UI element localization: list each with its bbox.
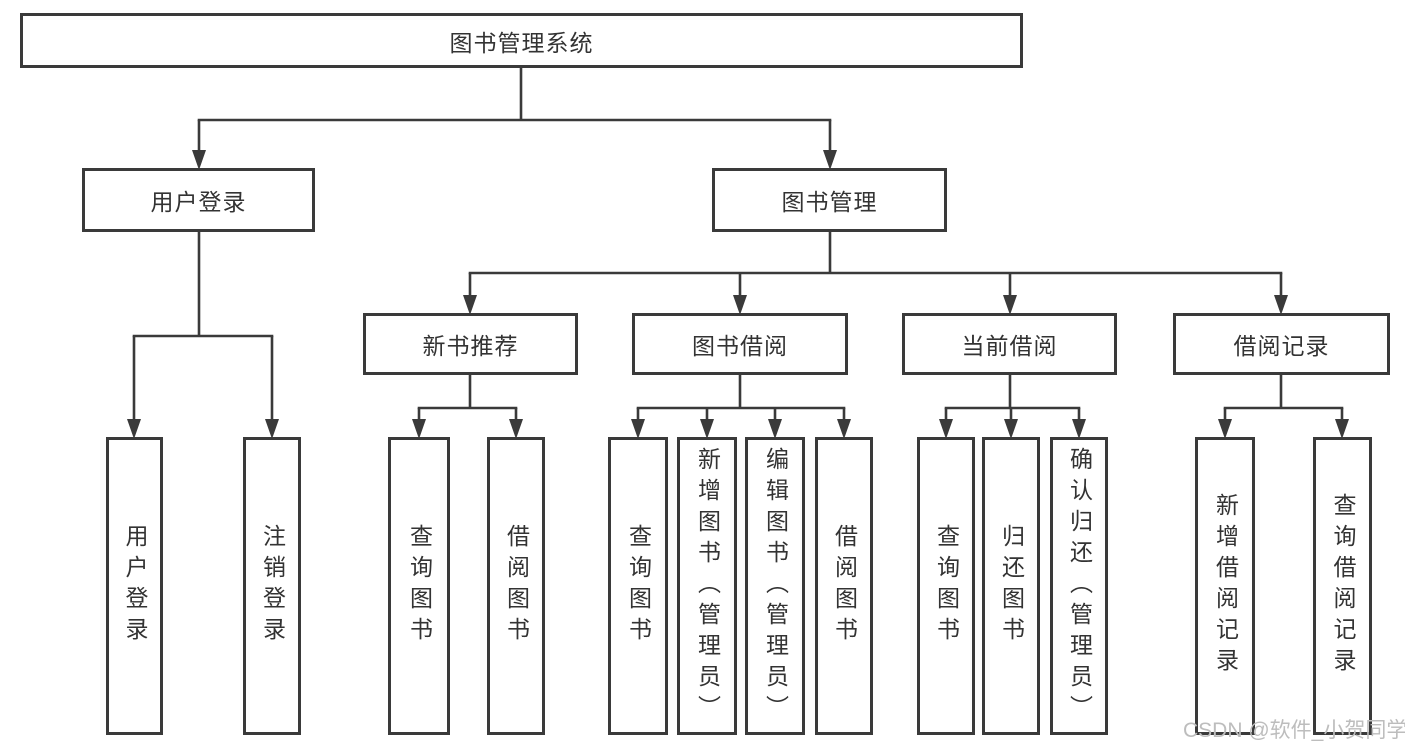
node-root: 图书管理系统 [20, 13, 1023, 68]
leaf-query-borrow-record: 查询借阅记录 [1313, 437, 1372, 735]
leaf-confirm-return-admin: 确认归还（管理员） [1050, 437, 1108, 735]
leaf-return-books: 归还图书 [982, 437, 1040, 735]
csdn-watermark: CSDN @软件_小贺同学 [1183, 719, 1405, 742]
leaf-add-borrow-record: 新增借阅记录 [1195, 437, 1255, 735]
node-user-login: 用户登录 [82, 168, 315, 232]
leaf-borrow-books-recommend: 借阅图书 [487, 437, 545, 735]
node-book-management: 图书管理 [712, 168, 947, 232]
leaf-edit-books-admin: 编辑图书（管理员） [745, 437, 805, 735]
leaf-query-books-current: 查询图书 [917, 437, 975, 735]
leaf-query-books-recommend: 查询图书 [388, 437, 450, 735]
leaf-query-books-borrowing: 查询图书 [608, 437, 668, 735]
leaf-user-login: 用户登录 [106, 437, 163, 735]
leaf-logout: 注销登录 [243, 437, 301, 735]
node-book-borrowing: 图书借阅 [632, 313, 848, 375]
node-current-borrowing: 当前借阅 [902, 313, 1117, 375]
leaf-add-books-admin: 新增图书（管理员） [677, 437, 737, 735]
node-new-book-recommend: 新书推荐 [363, 313, 578, 375]
leaf-borrow-books-borrowing: 借阅图书 [815, 437, 873, 735]
node-borrowing-records: 借阅记录 [1173, 313, 1390, 375]
